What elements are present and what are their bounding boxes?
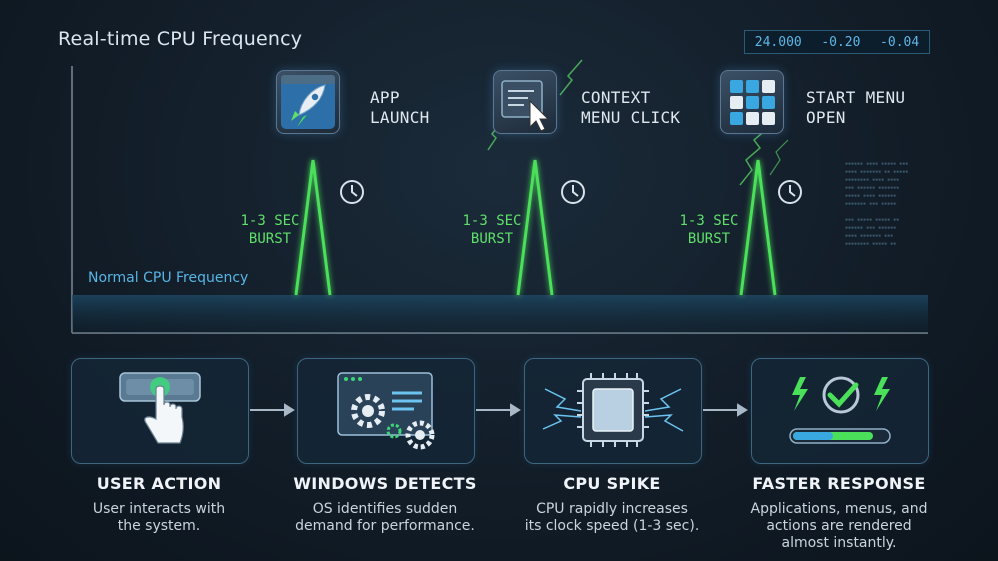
- check-progress-icon: [789, 376, 891, 444]
- event-label-line2: LAUNCH: [370, 108, 430, 127]
- gears-window-icon: [337, 372, 435, 450]
- burst-line1: 1-3 SEC: [240, 213, 300, 229]
- step-desc-line1: OS identifies sudden: [312, 501, 458, 517]
- readout-value-3: -0.04: [880, 34, 920, 50]
- step-box-faster-response: [751, 358, 929, 464]
- burst-line1: 1-3 SEC: [462, 213, 522, 229]
- step-caption-2: WINDOWS DETECTS OS identifies sudden dem…: [275, 474, 495, 535]
- cpu-chip-icon: [542, 373, 684, 447]
- spike-1: [294, 159, 332, 296]
- step-desc-line3: almost instantly.: [781, 535, 897, 551]
- step-desc-line1: Applications, menus, and: [750, 501, 928, 517]
- spark-5: [769, 139, 789, 176]
- frequency-graph: [71, 59, 928, 334]
- burst-line1: 1-3 SEC: [679, 213, 739, 229]
- clock-icon-3: [778, 180, 802, 204]
- step-caption-3: CPU SPIKE CPU rapidly increases its cloc…: [502, 474, 722, 535]
- step-title: CPU SPIKE: [563, 474, 661, 493]
- burst-label-3: 1-3 SEC BURST: [669, 212, 749, 248]
- event-label-app-launch: APP LAUNCH: [370, 88, 430, 128]
- cursor-menu-icon: [493, 70, 557, 134]
- spike-3: [739, 159, 777, 296]
- step-caption-1: USER ACTION User interacts with the syst…: [49, 474, 269, 535]
- readout-value-1: 24.000: [754, 34, 802, 50]
- frequency-readout: 24.000 -0.20 -0.04: [744, 30, 930, 54]
- burst-line2: BURST: [470, 231, 514, 247]
- chart-title: Real-time CPU Frequency: [58, 28, 303, 50]
- event-label-line2: MENU CLICK: [581, 108, 681, 127]
- event-label-line1: START MENU: [806, 88, 906, 107]
- rocket-icon: [276, 70, 340, 134]
- step-box-cpu-spike: [524, 358, 702, 464]
- step-title: USER ACTION: [96, 474, 222, 493]
- step-desc-line1: User interacts with: [92, 501, 226, 517]
- step-box-user-action: [71, 358, 249, 464]
- burst-label-1: 1-3 SEC BURST: [230, 212, 310, 248]
- step-desc-line1: CPU rapidly increases: [536, 501, 688, 517]
- event-label-line1: CONTEXT: [581, 88, 651, 107]
- readout-value-2: -0.20: [821, 34, 861, 50]
- step-box-windows-detects: [297, 358, 475, 464]
- spark-3: [559, 59, 583, 96]
- normal-frequency-label: Normal CPU Frequency: [88, 270, 249, 286]
- step-desc-line2: demand for performance.: [295, 518, 475, 534]
- step-desc-line2: the system.: [117, 518, 201, 534]
- event-label-line1: APP: [370, 88, 400, 107]
- clock-icon-2: [561, 180, 585, 204]
- start-grid-icon: [720, 70, 784, 134]
- step-caption-4: FASTER RESPONSE Applications, menus, and…: [729, 474, 949, 552]
- step-title: FASTER RESPONSE: [752, 474, 926, 493]
- burst-line2: BURST: [687, 231, 731, 247]
- step-title: WINDOWS DETECTS: [293, 474, 477, 493]
- step-desc-line2: its clock speed (1-3 sec).: [524, 518, 700, 534]
- spike-2: [516, 159, 554, 296]
- clock-icon-1: [340, 180, 364, 204]
- burst-label-2: 1-3 SEC BURST: [452, 212, 532, 248]
- burst-line2: BURST: [248, 231, 292, 247]
- event-label-context-menu: CONTEXT MENU CLICK: [581, 88, 680, 128]
- event-label-start-menu: START MENU OPEN: [806, 88, 905, 128]
- baseline-band: [72, 295, 928, 333]
- background-code-texture: ▪▪▪▪▪▪ ▪▪▪▪ ▪▪▪▪▪ ▪▪▪▪▪▪▪ ▪▪▪▪▪▪▪ ▪▪ ▪▪▪…: [845, 161, 909, 247]
- spark-4: [739, 127, 769, 186]
- hand-click-icon: [119, 372, 201, 444]
- step-desc-line2: actions are rendered: [766, 518, 912, 534]
- flow-arrows: [250, 403, 748, 417]
- event-label-line2: OPEN: [806, 108, 846, 127]
